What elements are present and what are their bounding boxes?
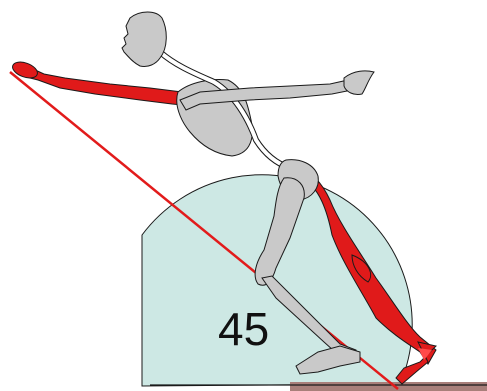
angle-label: 45 bbox=[218, 306, 269, 352]
head bbox=[122, 12, 166, 67]
left-arm bbox=[10, 59, 196, 106]
floor-board bbox=[290, 382, 487, 391]
